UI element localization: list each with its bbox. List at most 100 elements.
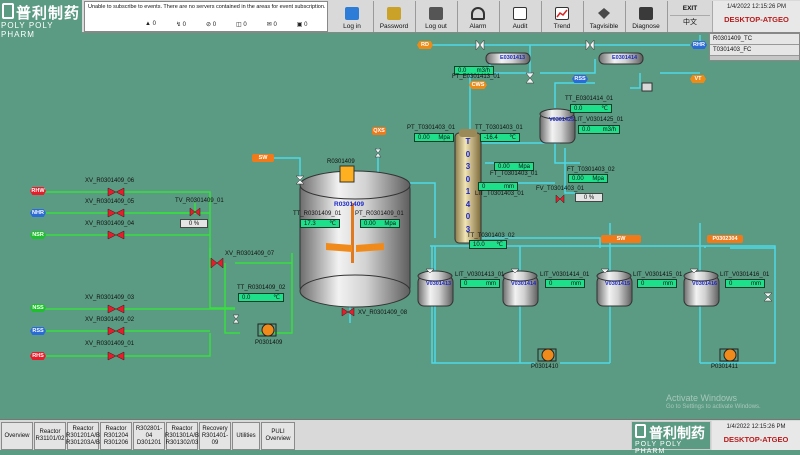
activation-watermark-sub: Go to Settings to activate Windows. [666,404,761,410]
lit-t-label: LIT_T0301403_01 [475,191,525,197]
small-valves[interactable] [232,39,773,324]
tag-rss: RSS [30,327,46,335]
diagnose-button[interactable]: Diagnose [625,1,667,32]
receiver-3-label: V0301415 [605,281,631,287]
nav-reactor-r301201[interactable]: Reactor R301201A/B R301203A/B [66,422,100,450]
tt-t2-label: TT_T0301403_02 [467,233,515,239]
pt-r-label: PT_R0301409_01 [355,211,404,217]
pump-409-label: P0301409 [255,340,283,346]
nav-reactor-r31101[interactable]: Reactor R31101/02 [34,422,66,450]
brand-cn: 普利制药 [16,4,81,22]
column-vessel [454,129,482,244]
alarm-button[interactable]: Alarm [457,1,499,32]
valves[interactable] [107,187,565,361]
brand-mark-icon [2,3,14,19]
tag-sw-left: SW [252,154,274,162]
ft-t-label: FT_T0301403_01 [490,171,538,177]
footer-brand-en: POLY POLY PHARM [635,441,683,455]
login-button[interactable]: Log in [331,1,373,32]
tag-vt: VT [690,75,706,83]
tagvisible-button[interactable]: Tagvisible [583,1,625,32]
tt-t-label: TT_T0301403_01 [475,125,523,131]
tv-label: TV_R0301409_01 [175,198,224,204]
exit-button[interactable]: EXIT [670,2,710,16]
tag-list-item[interactable]: T0301403_FC [710,45,799,56]
receiver-2-tag: LIT_V0301414_01 [540,272,590,278]
footer-brand-logo: 普利制药 POLY POLY PHARM [631,421,711,455]
datetime-box: 1/4/2022 12:15:26 PM DESKTOP-ATGEO [712,1,800,32]
tt-t2-value: 10.0℃ [469,240,507,249]
nav-reactor-r301301[interactable]: Reactor R301301A/B R301302/03 [165,422,199,450]
tt-r-label: TT_R0301409_01 [293,211,342,217]
counter-unack: ↯ 0 [175,22,186,28]
pumps[interactable] [257,82,739,362]
tag-list: R0301409_TC T0301403_FC [709,33,800,61]
tag-nhr: NHR [30,209,46,217]
event-message: Unable to subscribe to events. There are… [88,4,326,10]
nav-recovery[interactable]: Recovery R301401-09 [199,422,231,450]
lit-v425-label: LIT_V0301425_01 [574,117,624,123]
pump-411-label: P0301411 [711,364,738,370]
hostname: DESKTOP-ATGEO [724,15,789,24]
receiver-1-tag: LIT_V0301413_01 [455,272,505,278]
key-icon [387,7,401,20]
receiver-3-tag: LIT_V0301415_01 [633,272,683,278]
receiver-tanks [417,270,720,307]
trend-icon [555,7,569,20]
tag-nsr: NSR [30,231,46,239]
language-button[interactable]: 中文 [683,19,697,26]
receiver-2-label: V0301414 [511,281,537,287]
process-diagram [45,35,776,364]
trend-button[interactable]: Trend [541,1,583,32]
nav-utilities[interactable]: Utilities [232,422,260,450]
exit-lang-box: EXIT 中文 [670,2,710,31]
counter-other: ▣ 0 [296,22,308,28]
tt-t-value: -16.4℃ [480,133,520,142]
counter-disabled: ⊘ 0 [206,22,217,28]
reactor-vessel [299,165,411,308]
datetime: 1/4/2022 12:15:26 PM [726,4,787,10]
exchanger-1-label: E0301413 [500,55,526,61]
fv-t-label: FV_T0301403_01 [536,186,585,192]
bell-icon [471,7,485,20]
tag-rss-top: RSS [572,75,588,83]
reactor-label: R0301409 [334,201,364,208]
exchanger-2-label: E0301414 [612,55,638,61]
logout-button[interactable]: Log out [415,1,457,32]
receiver-1-label: V0301413 [426,281,452,287]
nav-overview[interactable]: Overview [1,422,33,450]
nav-reactor-r301204[interactable]: Reactor R301204 R301206 [100,422,132,450]
password-button[interactable]: Password [373,1,415,32]
receiver-4-tag: LIT_V0301416_01 [720,272,770,278]
receiver-4-label: V0301416 [692,281,718,287]
tag-p0302304: P0302304 [707,235,743,243]
xv-04-label: XV_R0301409_04 [85,221,135,227]
diagnose-icon [639,7,653,20]
tt-r2-value: 0.0℃ [238,293,284,302]
audit-button[interactable]: Audit [499,1,541,32]
fv-t-value: 0 % [575,193,603,202]
nav-puli-overview[interactable]: PULI Overview [261,422,295,450]
tag-list-item[interactable]: R0301409_TC [710,34,799,45]
tag-rhr: RHR [691,41,707,49]
brand-logo: 普利制药 POLY POLY PHARM [0,0,82,39]
footer-datetime-box: 1/4/2022 12:15:26 PM DESKTOP-ATGEO [712,421,800,450]
reactor-nozzle-label: R0301409 [327,159,355,165]
footer-brand-cn: 普利制药 [649,426,705,442]
activation-watermark-title: Activate Windows [666,393,738,403]
login-icon [345,7,359,20]
nav-r302801[interactable]: R302801-04 D301201 [133,422,165,450]
tt-r2-label: TT_R0301409_02 [237,285,286,291]
logout-icon [429,7,443,20]
pump-410-label: P0301410 [531,364,559,370]
footer-datetime: 1/4/2022 12:15:26 PM [726,424,786,430]
